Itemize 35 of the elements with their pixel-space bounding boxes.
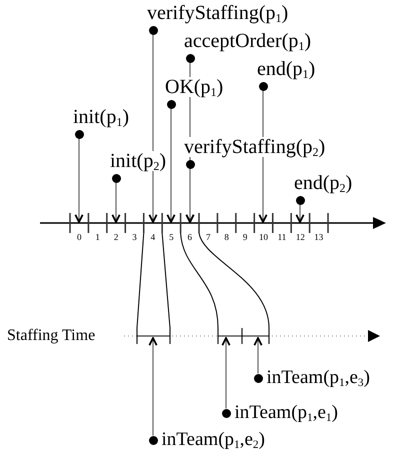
event-label: end(p$_{2}$) bbox=[294, 172, 352, 192]
tick-label: 12 bbox=[294, 231, 306, 242]
tick-label: 2 bbox=[112, 231, 120, 242]
event-label: inTeam(p$_{1}$,e$_{3}$) bbox=[266, 368, 370, 388]
event-label: OK(p$_{1}$) bbox=[165, 76, 224, 96]
tick-label: 6 bbox=[186, 231, 194, 242]
leader-arrow bbox=[112, 182, 120, 223]
event-label: verifyStaffing(p$_{2}$) bbox=[184, 136, 326, 156]
leader-arrow bbox=[186, 168, 194, 223]
leader-arrow bbox=[296, 204, 304, 223]
leader-arrow bbox=[148, 34, 158, 223]
event-label: acceptOrder(p$_{1}$) bbox=[184, 30, 312, 50]
tick-label: 13 bbox=[313, 231, 324, 242]
leader-arrow bbox=[166, 108, 176, 223]
tick-label: 11 bbox=[276, 231, 288, 242]
tick-label: 1 bbox=[94, 231, 101, 242]
tick-label: 9 bbox=[242, 231, 248, 242]
tick-label: 4 bbox=[150, 231, 156, 242]
event-label: inTeam(p$_{1}$,e$_{1}$) bbox=[234, 403, 338, 423]
event-label: verifyStaffing(p$_{1}$) bbox=[147, 2, 288, 22]
leader-arrow bbox=[222, 337, 230, 409]
tick-label: 8 bbox=[223, 231, 230, 242]
tick-label: 10 bbox=[258, 231, 269, 242]
tick-label: 7 bbox=[204, 231, 212, 242]
leader-arrow bbox=[254, 337, 262, 374]
axis-label: Staffing Time bbox=[7, 327, 96, 345]
event-label: end(p$_{1}$) bbox=[257, 58, 316, 78]
event-label: init(p$_{2}$) bbox=[110, 150, 166, 170]
tick-label: 5 bbox=[168, 231, 175, 242]
leader-arrow bbox=[74, 138, 84, 223]
leader-arrow bbox=[148, 337, 158, 436]
tick-label: 3 bbox=[131, 231, 138, 242]
event-label: inTeam(p$_{1}$,e$_{2}$) bbox=[162, 430, 265, 450]
event-label: init(p$_{1}$) bbox=[73, 106, 130, 126]
tick-label: 0 bbox=[76, 231, 82, 242]
